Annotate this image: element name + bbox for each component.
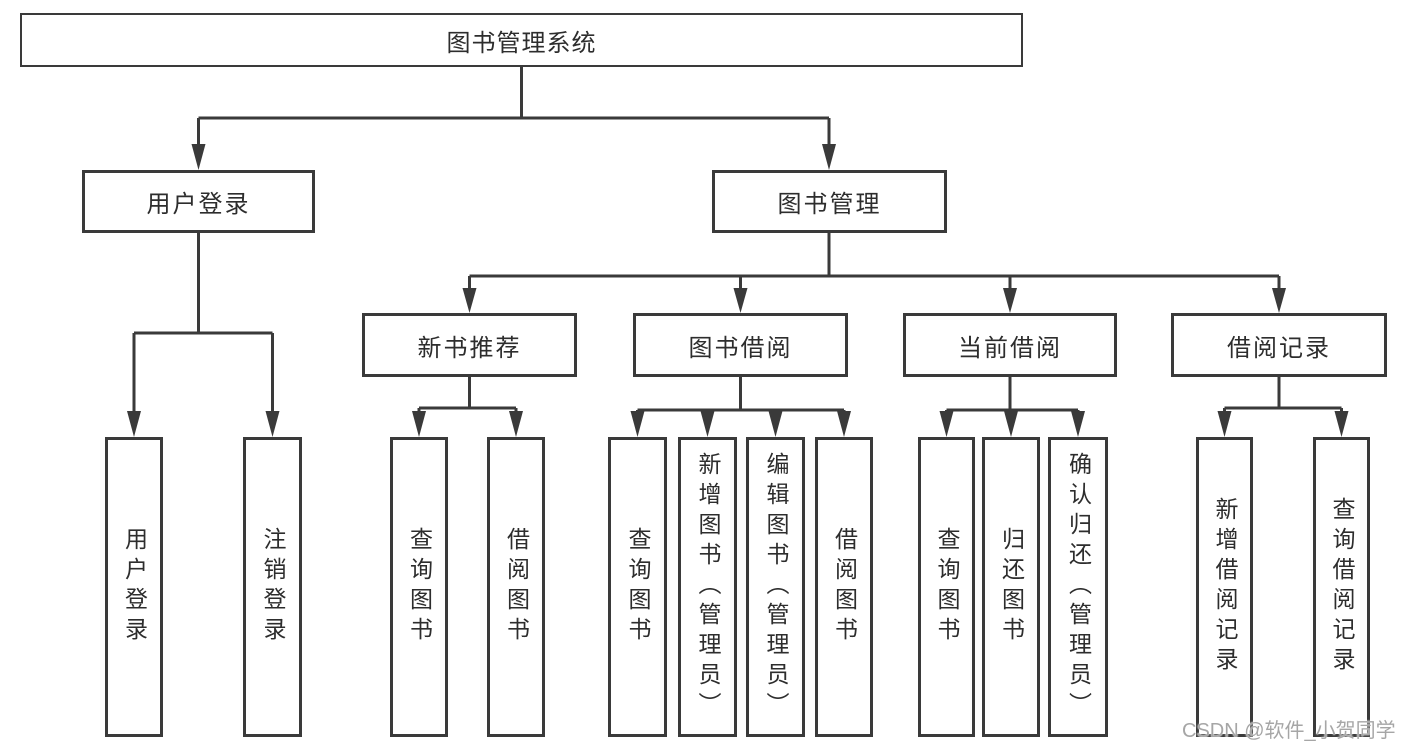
watermark: CSDN @软件_小贺同学: [1182, 720, 1396, 742]
node-new-book-recommend: 新书推荐: [362, 313, 577, 377]
connector-book-management-to-level3: [462, 232, 1286, 313]
leaf-user-login: 用户登录: [105, 437, 163, 737]
leaf-borrow-books-recommend: 借阅图书: [487, 437, 545, 737]
leaf-return-books: 归还图书: [982, 437, 1040, 737]
leaf-confirm-return-admin: 确认归还（管理员）: [1048, 437, 1108, 737]
connector-borrow-records-to-leaves: [1217, 377, 1349, 437]
node-user-login: 用户登录: [82, 170, 315, 233]
leaf-add-borrow-record: 新增借阅记录: [1196, 437, 1253, 737]
node-book-borrow: 图书借阅: [633, 313, 848, 377]
node-borrow-records: 借阅记录: [1171, 313, 1387, 377]
connector-book-borrow-to-leaves: [630, 377, 851, 437]
node-book-management: 图书管理: [712, 170, 947, 233]
node-root: 图书管理系统: [20, 13, 1023, 67]
connector-user-login-to-leaves: [127, 233, 280, 437]
leaf-add-books-admin: 新增图书（管理员）: [678, 437, 737, 737]
connector-new-book-recommend-to-leaves: [412, 377, 523, 437]
connector-current-borrow-to-leaves: [939, 377, 1085, 437]
connector-root-to-level2: [191, 67, 836, 170]
leaf-query-borrow-record: 查询借阅记录: [1313, 437, 1370, 737]
leaf-edit-books-admin: 编辑图书（管理员）: [746, 437, 805, 737]
leaf-borrow-books: 借阅图书: [815, 437, 873, 737]
leaf-logout: 注销登录: [243, 437, 302, 737]
node-current-borrow: 当前借阅: [903, 313, 1117, 377]
leaf-query-books-current: 查询图书: [918, 437, 975, 737]
leaf-query-books-borrow: 查询图书: [608, 437, 667, 737]
leaf-query-books-recommend: 查询图书: [390, 437, 448, 737]
